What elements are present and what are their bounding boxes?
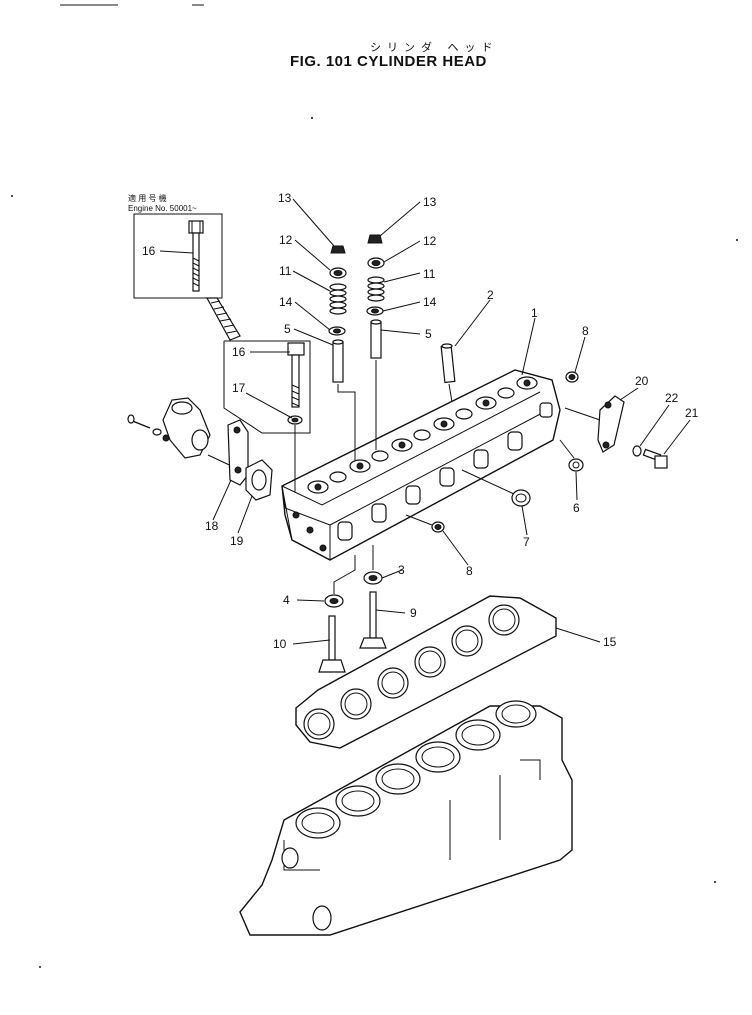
valve-seal-3 (363, 545, 383, 585)
callout-11: 11 (423, 267, 436, 281)
plug-7 (461, 469, 531, 507)
plug-6 (559, 439, 584, 472)
japanese-title: シリンダ ヘッド (370, 40, 499, 54)
valve-9 (359, 591, 387, 649)
callout-5: 5 (425, 327, 432, 341)
inset-arrow (205, 297, 241, 341)
callout-19: 19 (230, 534, 244, 548)
callout-14: 14 (279, 295, 293, 309)
callout-2: 2 (487, 288, 494, 302)
speck (311, 117, 313, 119)
leader-lines (212, 198, 691, 645)
plug-8-top (565, 371, 579, 383)
callout-labels: 13 13 12 12 11 11 14 14 5 5 2 1 8 20 22 … (142, 191, 699, 651)
callout-8: 8 (466, 564, 473, 578)
callout-12: 12 (279, 233, 293, 247)
callout-16: 16 (142, 244, 156, 258)
bolt-21 (642, 448, 668, 469)
callout-14: 14 (423, 295, 437, 309)
callout-8: 8 (582, 324, 589, 338)
callout-18: 18 (205, 519, 219, 533)
inset-bolt-16 (188, 220, 204, 292)
callout-22: 22 (665, 391, 679, 405)
figure-title: FIG. 101 CYLINDER HEAD (290, 53, 487, 70)
callout-13: 13 (278, 191, 292, 205)
speck (39, 966, 41, 968)
washer-22 (632, 445, 642, 457)
callout-3: 3 (398, 563, 405, 577)
speck (714, 881, 716, 883)
callout-9: 9 (410, 606, 417, 620)
bolt-box (223, 340, 311, 492)
callout-6: 6 (573, 501, 580, 515)
speck (736, 239, 738, 241)
plate-18 (227, 419, 249, 486)
bracket-20 (564, 395, 625, 453)
cylinder-head (281, 369, 561, 561)
cylinder-block (239, 700, 573, 936)
callout-5: 5 (284, 322, 291, 336)
callout-16: 16 (232, 345, 246, 359)
inset-note: 適 用 号 機 (128, 193, 167, 203)
thermostat-housing (127, 397, 241, 471)
callout-7: 7 (523, 535, 530, 549)
inset-box: 適 用 号 機 Engine No. 50001~ (128, 193, 223, 299)
callout-21: 21 (685, 406, 699, 420)
valve-stack-left (328, 245, 356, 460)
valve-guide-2 (440, 343, 456, 403)
callout-4: 4 (283, 593, 290, 607)
valve-stack-right (366, 234, 385, 450)
valve-seal-4 (324, 555, 356, 608)
plug-8-bottom (405, 514, 445, 533)
gasket-19 (245, 459, 273, 501)
inset-engine-number: Engine No. 50001~ (128, 204, 197, 213)
callout-17: 17 (232, 381, 246, 395)
speck (11, 195, 13, 197)
callout-20: 20 (635, 374, 649, 388)
callout-1: 1 (531, 306, 538, 320)
head-gasket-15 (295, 595, 557, 749)
callout-11: 11 (279, 264, 292, 278)
callout-10: 10 (273, 637, 287, 651)
callout-13: 13 (423, 195, 437, 209)
valve-10 (318, 615, 346, 673)
callout-12: 12 (423, 234, 437, 248)
callout-15: 15 (603, 635, 617, 649)
